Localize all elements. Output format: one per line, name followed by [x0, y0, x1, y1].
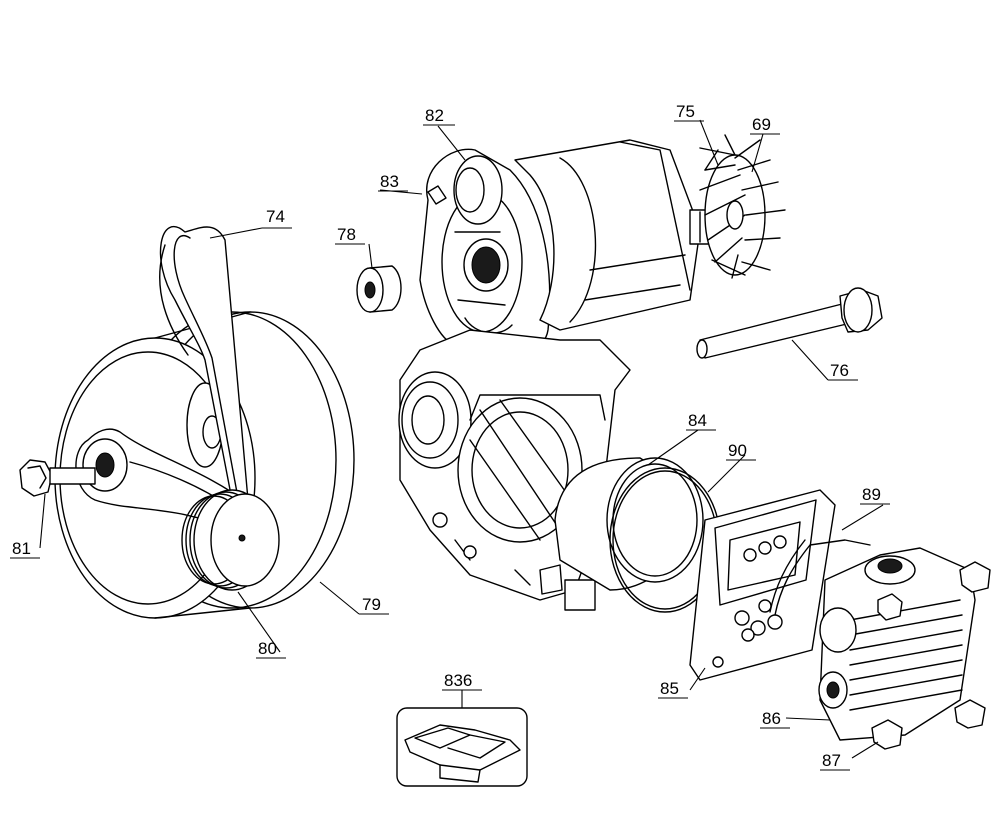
motor-pulley	[181, 489, 280, 591]
label-80: 80	[258, 639, 277, 658]
spacer-78	[356, 265, 402, 313]
bolt-81	[19, 459, 96, 497]
label-84: 84	[688, 411, 707, 430]
motor-assembly	[419, 139, 731, 357]
label-86: 86	[762, 709, 781, 728]
leader-lines	[39, 119, 884, 759]
label-78: 78	[337, 225, 356, 244]
label-836: 836	[444, 671, 472, 690]
label-89: 89	[862, 485, 881, 504]
callouts: 82 83 75 69 76 78 74 79 80 81 84 90 89 8…	[10, 102, 890, 771]
label-76: 76	[830, 361, 849, 380]
label-79: 79	[362, 595, 381, 614]
cylinder-sleeve	[554, 457, 704, 591]
cooling-fan	[699, 134, 786, 279]
kit-836-inset	[396, 707, 528, 787]
label-83: 83	[380, 172, 399, 191]
label-85: 85	[660, 679, 679, 698]
v-belt	[159, 225, 249, 501]
through-bolt-76	[696, 287, 883, 359]
cylinder-head	[818, 547, 991, 750]
discharge-tube	[769, 539, 871, 616]
label-87: 87	[822, 751, 841, 770]
label-81: 81	[12, 539, 31, 558]
label-75: 75	[676, 102, 695, 121]
valve-plate	[689, 489, 836, 681]
label-90: 90	[728, 441, 747, 460]
label-82: 82	[425, 106, 444, 125]
label-74: 74	[266, 207, 285, 226]
label-69: 69	[752, 115, 771, 134]
